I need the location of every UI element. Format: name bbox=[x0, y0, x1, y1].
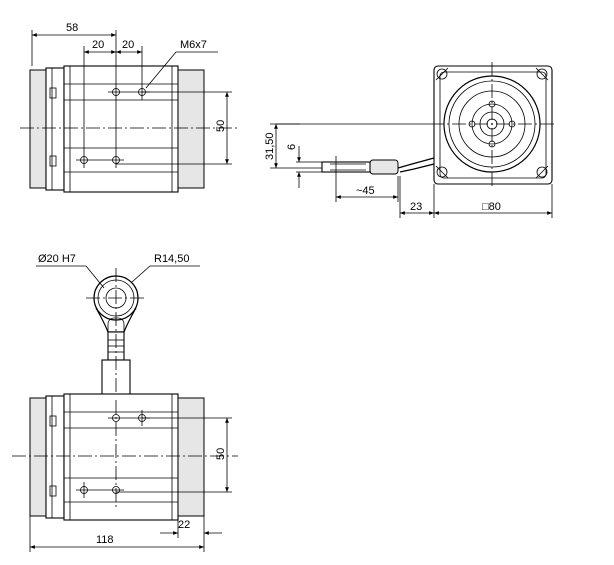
dim-50-top: 50 bbox=[215, 120, 227, 132]
end-cap-left bbox=[29, 69, 47, 189]
right-view: 31,50 6 ~45 23 □80 bbox=[264, 62, 556, 218]
bore-callout: Ø20 H7 bbox=[38, 253, 76, 265]
dim-80: □80 bbox=[482, 201, 501, 213]
housing-bottom bbox=[63, 393, 179, 521]
corner-screws bbox=[435, 67, 549, 179]
flange-left bbox=[45, 67, 65, 191]
dim-20-left: 20 bbox=[92, 39, 104, 51]
dim-58: 58 bbox=[66, 22, 78, 34]
rod-end bbox=[86, 268, 146, 400]
dim-50-bottom: 50 bbox=[215, 448, 227, 460]
top-left-view: 58 20 20 M6x7 50 bbox=[20, 22, 238, 193]
dim-31-50: 31,50 bbox=[264, 132, 276, 160]
end-cap-left-bottom bbox=[29, 397, 47, 517]
dim-118: 118 bbox=[96, 534, 114, 546]
square-flange bbox=[433, 65, 553, 185]
dim-45: ~45 bbox=[356, 185, 375, 197]
end-cap-right bbox=[177, 69, 205, 189]
radius-callout: R14,50 bbox=[154, 253, 189, 265]
cable-connector bbox=[321, 157, 435, 175]
dim-6: 6 bbox=[286, 144, 298, 150]
dim-20-right: 20 bbox=[122, 39, 134, 51]
thread-callout: M6x7 bbox=[180, 39, 207, 51]
housing bbox=[63, 65, 179, 193]
dim-22: 22 bbox=[178, 519, 190, 531]
bottom-left-view: Ø20 H7 R14,50 bbox=[12, 253, 238, 552]
dim-23: 23 bbox=[410, 201, 422, 213]
